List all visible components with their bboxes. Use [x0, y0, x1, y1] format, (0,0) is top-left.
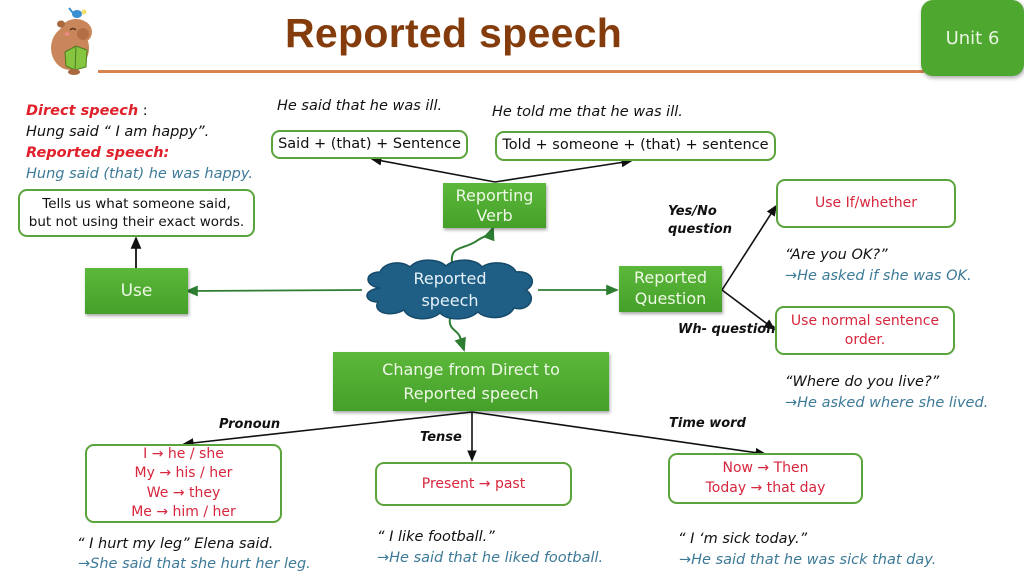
- direct-speech-colon: :: [138, 103, 148, 119]
- use-node-label: Use: [120, 280, 153, 301]
- reporting-verb-line2: Verb: [476, 205, 513, 225]
- told-example: He told me that he was ill.: [492, 104, 683, 120]
- arrow-to-said-rule: [370, 156, 496, 183]
- yes-no-example-direct: “Are you OK?”: [785, 247, 888, 263]
- cloud-line1: Reported: [413, 268, 487, 288]
- yes-no-label: Yes/No question: [668, 204, 732, 238]
- wh-rule-line2: order.: [844, 331, 886, 348]
- reported-speech-heading: Reported speech:: [26, 145, 170, 162]
- change-line2: Reported speech: [403, 383, 539, 403]
- use-description-box: Tells us what someone said, but not usin…: [18, 189, 255, 237]
- reported-speech-cloud[interactable]: Reported speech: [358, 258, 542, 322]
- wh-example-reported: →He asked where she lived.: [785, 395, 989, 411]
- use-description-line2: but not using their exact words.: [28, 214, 245, 230]
- tense-rule-box: Present → past: [375, 462, 572, 506]
- mascot: [46, 4, 102, 76]
- cloud-line2: speech: [421, 291, 479, 310]
- reported-question-line1: Reported: [633, 268, 708, 288]
- change-node[interactable]: Change from Direct to Reported speech: [333, 352, 609, 411]
- told-rule: Told + someone + (that) + sentence: [502, 137, 769, 154]
- direct-speech-example: Hung said “ I am happy”.: [26, 124, 210, 141]
- time-word-example-direct: “ I ‘m sick today.”: [678, 531, 808, 547]
- said-rule-box: Said + (that) + Sentence: [271, 130, 468, 159]
- arrow-cloud-to-use: [185, 285, 363, 297]
- pronoun-rule-box: I → he / she My → his / her We → they Me…: [85, 444, 282, 523]
- reported-question-node[interactable]: Reported Question: [619, 266, 722, 312]
- pronoun-label: Pronoun: [219, 417, 281, 432]
- time-word-rule: Today → that day: [705, 479, 826, 496]
- wh-rule-box: Use normal sentence order.: [775, 306, 955, 355]
- pronoun-rule: Me → him / her: [131, 503, 236, 520]
- time-word-rule-box: Now → Then Today → that day: [668, 453, 863, 504]
- yes-no-rule-box: Use If/whether: [776, 179, 956, 228]
- capybara-reading-book-icon: [51, 7, 92, 75]
- arrow-cloud-to-verb: [450, 226, 495, 263]
- title-divider: [98, 70, 924, 73]
- tense-example-reported: →He said that he liked football.: [377, 550, 604, 566]
- pronoun-rule: My → his / her: [134, 465, 233, 482]
- wh-example-direct: “Where do you live?”: [785, 374, 940, 390]
- said-rule: Said + (that) + Sentence: [278, 135, 461, 152]
- told-rule-box: Told + someone + (that) + sentence: [495, 131, 776, 161]
- direct-speech-heading: Direct speech: [26, 103, 139, 119]
- reported-speech-example: Hung said (that) he was happy.: [26, 166, 253, 183]
- pronoun-rule: We → they: [146, 484, 221, 501]
- cloud-shape-icon: [366, 259, 534, 320]
- use-description-line1: Tells us what someone said,: [42, 195, 231, 212]
- pronoun-example-reported: →She said that she hurt her leg.: [78, 556, 311, 572]
- tense-rule: Present → past: [421, 475, 526, 492]
- time-word-rule: Now → Then: [722, 460, 809, 477]
- tense-label: Tense: [420, 430, 462, 445]
- yes-no-example-reported: →He asked if she was OK.: [785, 268, 972, 284]
- page-title: Reported speech: [285, 10, 623, 56]
- unit-badge: Unit 6: [921, 0, 1024, 76]
- yes-no-rule: Use If/whether: [814, 195, 918, 212]
- arrow-to-told-rule: [494, 157, 633, 183]
- time-word-example-reported: →He said that he was sick that day.: [679, 552, 937, 568]
- said-example: He said that he was ill.: [277, 98, 443, 114]
- wh-rule-line1: Use normal sentence: [790, 312, 940, 329]
- reporting-verb-line1: Reporting: [455, 186, 534, 206]
- reporting-verb-node[interactable]: Reporting Verb: [443, 183, 546, 228]
- pronoun-example-direct: “ I hurt my leg” Elena said.: [77, 536, 274, 552]
- use-node[interactable]: Use: [85, 268, 188, 314]
- change-line1: Change from Direct to: [382, 360, 560, 380]
- tense-example-direct: “ I like football.”: [377, 529, 495, 545]
- definition-block: Direct speech : Hung said “ I am happy”.…: [26, 101, 253, 185]
- time-word-label: Time word: [669, 416, 746, 431]
- pronoun-rule: I → he / she: [143, 446, 224, 463]
- wh-question-label: Wh- question: [678, 322, 776, 337]
- reported-question-line2: Question: [634, 289, 707, 308]
- arrow-cloud-to-change: [448, 317, 466, 352]
